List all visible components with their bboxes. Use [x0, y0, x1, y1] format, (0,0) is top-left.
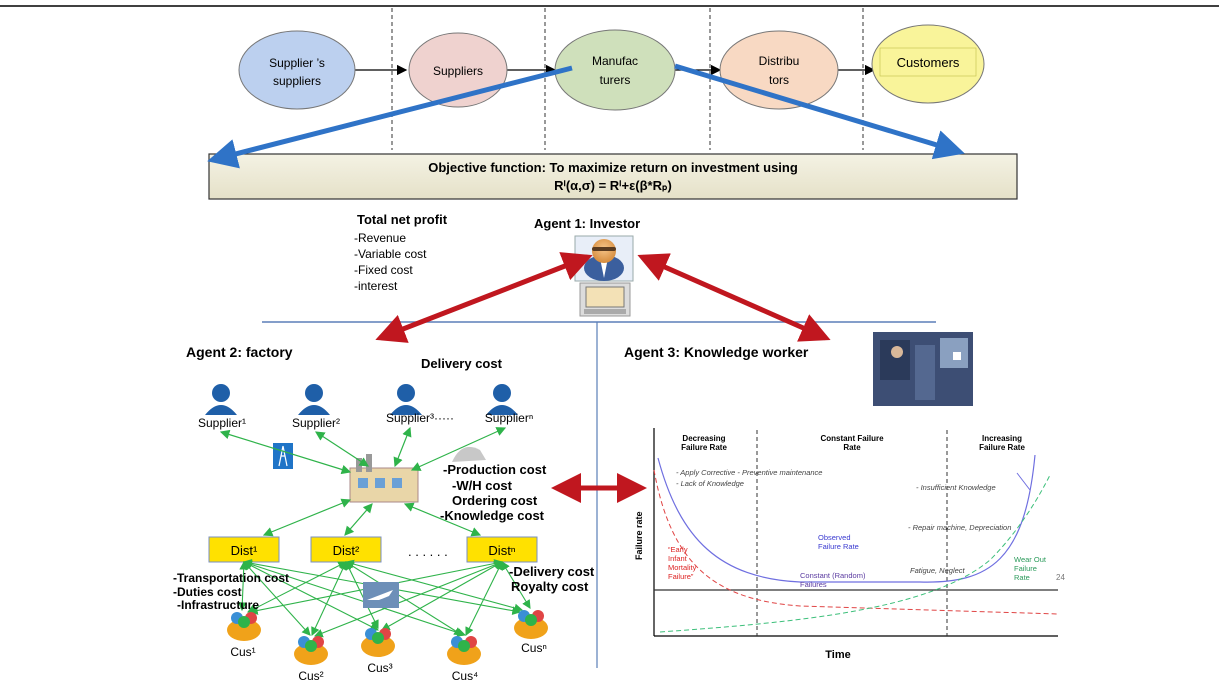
dist-label: Dist¹ [231, 543, 258, 558]
dist-box-2 [310, 536, 382, 563]
cost-label: -Knowledge cost [440, 508, 545, 523]
tower-icon [273, 443, 293, 469]
node-label: Distribu [759, 54, 800, 68]
factory-photo [873, 332, 973, 406]
dist-box-1 [208, 536, 280, 563]
factory-icon [349, 454, 419, 503]
agent3-title: Agent 3: Knowledge worker [624, 344, 809, 360]
customer-label: Cus² [298, 669, 323, 683]
node-label: Customers [897, 55, 960, 70]
cost-label: -W/H cost [452, 478, 513, 493]
duties-cost: -Duties cost [173, 585, 242, 599]
profit-item: -Variable cost [354, 247, 427, 261]
node-label: suppliers [273, 74, 321, 88]
supplier-label: Supplier¹ [198, 416, 246, 430]
profit-item: -Fixed cost [354, 263, 413, 277]
customer-label: Cus³ [367, 661, 392, 675]
objective-line2: Rⁱ(α,σ) = Rⁱ+ε(β*Rₚ) [554, 178, 672, 193]
objective-box [208, 153, 1018, 200]
agent1-title: Agent 1: Investor [534, 216, 640, 231]
dist-ellipsis: . . . . . . [408, 544, 448, 559]
note-insufficient: - Insufficient Knowledge [916, 483, 996, 492]
node-suppliers-suppliers [238, 30, 356, 110]
infrastructure-cost: -Infrastructure [177, 598, 259, 612]
node-label: tors [769, 73, 789, 87]
note-apply: - Apply Corrective - Preventive maintena… [676, 468, 822, 477]
customer-label: Cus⁴ [452, 669, 479, 683]
page-number: 24 [1056, 573, 1065, 582]
dist-label: Dist² [333, 543, 360, 558]
computer-icon [579, 282, 631, 317]
supplier-label: Supplier² [292, 416, 340, 430]
profit-title: Total net profit [357, 212, 448, 227]
blue-arrow-left [207, 65, 573, 169]
red-arrow-factory [375, 252, 593, 343]
chart-ylabel: Failure rate [634, 511, 644, 560]
profit-item: -Revenue [354, 231, 406, 245]
dist-box-n [466, 536, 538, 563]
customer-icons [227, 610, 548, 665]
supplier-icons [205, 384, 518, 415]
cost-label: Ordering cost [452, 493, 538, 508]
early-curve [653, 469, 1059, 615]
note-constant: Constant (Random)Failures [800, 571, 866, 589]
supplier-label: Supplierⁿ [485, 411, 533, 425]
note-lack: - Lack of Knowledge [676, 479, 744, 488]
node-label: turers [600, 73, 631, 87]
observed-curve [657, 454, 1036, 583]
delivery-cost-label: Delivery cost [421, 356, 503, 371]
node-manufacturers [554, 29, 676, 111]
note-repair: - Repair machine, Depreciation [908, 523, 1011, 532]
node-customers [871, 24, 985, 104]
customer-label: Cus¹ [230, 645, 255, 659]
node-label: Suppliers [433, 64, 483, 78]
agent2-title: Agent 2: factory [186, 344, 293, 360]
profit-item: -interest [354, 279, 398, 293]
cost-label: -Production cost [443, 462, 547, 477]
royalty-cost: Royalty cost [511, 579, 589, 594]
green-arrows-top [219, 426, 507, 537]
node-label: Supplier ’s [269, 56, 325, 70]
objective-line1: Objective function: To maximize return o… [428, 160, 798, 175]
red-arrow-knowledge [637, 253, 831, 342]
note-fatigue: Fatigue, Neglect [910, 566, 966, 575]
delivery-cost2: -Delivery cost [509, 564, 595, 579]
wearout-curve [659, 474, 1051, 633]
customer-label: Cusⁿ [521, 641, 547, 655]
airplane-icon [363, 582, 399, 608]
node-label: Manufac [592, 54, 638, 68]
chart-xlabel: Time [825, 649, 850, 661]
blue-arrow-right [674, 63, 965, 160]
supplier-label: Supplier³····· [386, 411, 454, 425]
dist-label: Distⁿ [488, 543, 515, 558]
transport-cost: -Transportation cost [173, 571, 289, 585]
